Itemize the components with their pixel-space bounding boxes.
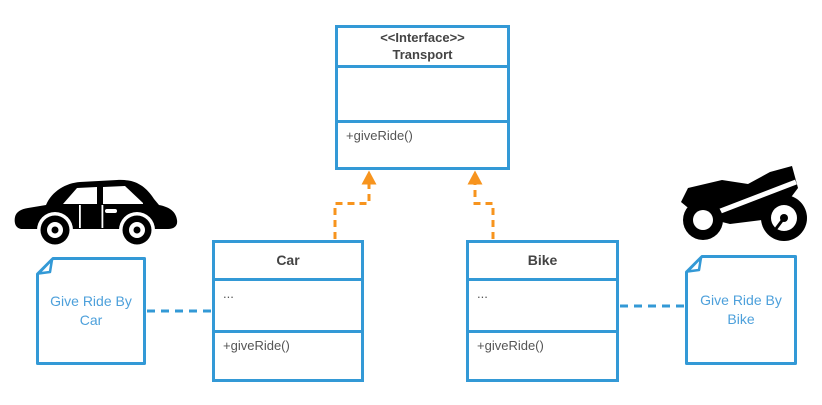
car-class-header: Car [215, 243, 361, 278]
bike-class-name: Bike [527, 252, 558, 269]
interface-class-box[interactable]: <<Interface>> Transport +giveRide() [335, 25, 510, 170]
car-methods-section: +giveRide() [215, 330, 361, 379]
note-bike-shape [685, 255, 797, 365]
note-bike-text-line1: Give Ride By [700, 292, 782, 309]
interface-method-text: +giveRide() [346, 128, 413, 143]
car-attributes-text: ... [223, 286, 234, 301]
bike-attributes-text: ... [477, 286, 488, 301]
car-class-box[interactable]: Car ... +giveRide() [212, 240, 364, 382]
note-car[interactable]: Give Ride By Car [36, 257, 146, 365]
realization-connector-car[interactable] [333, 184, 371, 239]
note-car-text-line1: Give Ride By [50, 293, 132, 310]
interface-attributes-section [338, 65, 507, 120]
note-car-shape [36, 257, 146, 365]
realization-arrowhead-car [361, 170, 377, 185]
bike-class-box[interactable]: Bike ... +giveRide() [466, 240, 619, 382]
bike-method-text: +giveRide() [477, 338, 544, 353]
bike-attributes-section: ... [469, 278, 616, 330]
interface-header: <<Interface>> Transport [338, 28, 507, 65]
bike-class-header: Bike [469, 243, 616, 278]
realization-connector-bike[interactable] [473, 184, 495, 239]
motorcycle-icon[interactable] [678, 160, 818, 250]
realization-arrowhead-bike [467, 170, 483, 185]
interface-methods-section: +giveRide() [338, 120, 507, 167]
note-car-text-line2: Car [79, 312, 103, 328]
bike-methods-section: +giveRide() [469, 330, 616, 379]
car-class-name: Car [276, 252, 300, 269]
interface-name: Transport [392, 46, 453, 62]
car-method-text: +giveRide() [223, 338, 290, 353]
interface-stereotype: <<Interface>> [380, 29, 465, 45]
car-attributes-section: ... [215, 278, 361, 330]
note-bike-text-line2: Bike [727, 311, 755, 327]
car-icon[interactable] [13, 172, 179, 255]
note-bike[interactable]: Give Ride By Bike [685, 255, 797, 365]
